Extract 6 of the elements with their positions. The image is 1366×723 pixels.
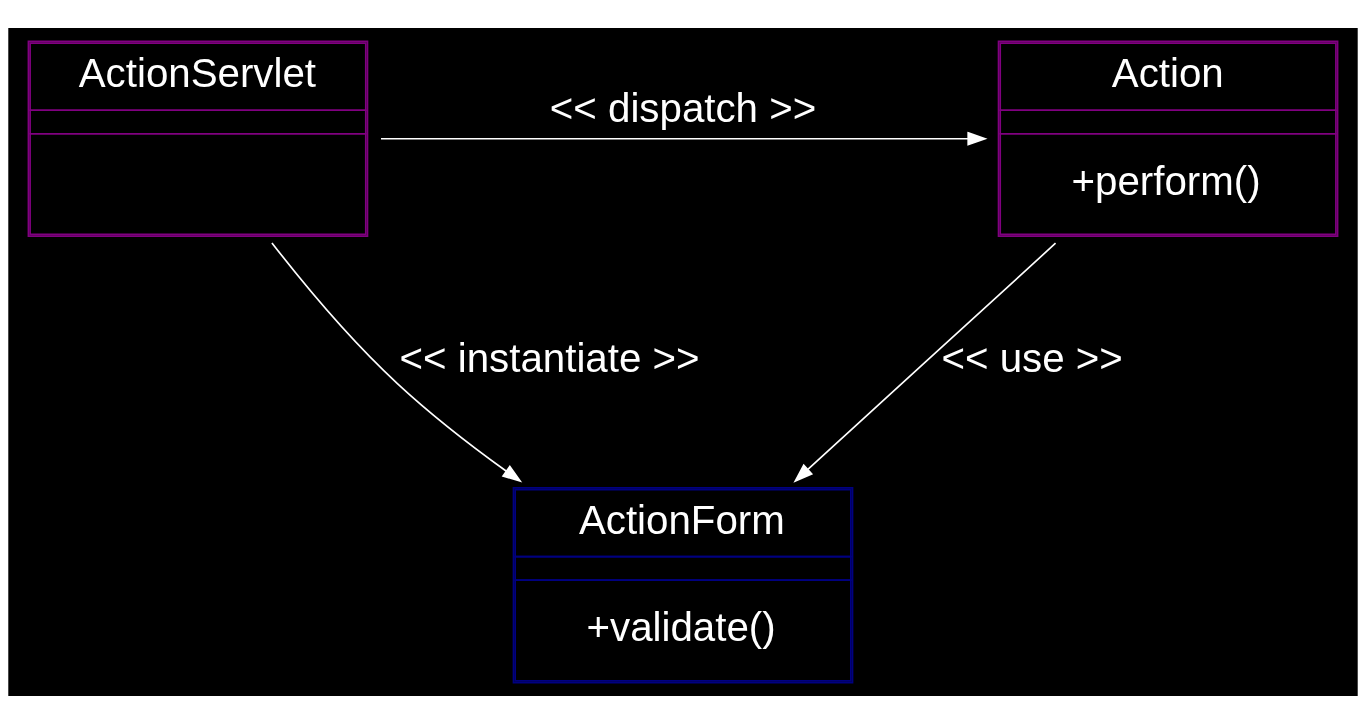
edge-label: << instantiate >> <box>399 335 700 381</box>
edge-label: << dispatch >> <box>549 85 817 131</box>
arrow <box>271 241 523 482</box>
arrow <box>793 241 1057 483</box>
edge-label: << use >> <box>941 335 1123 381</box>
arrow <box>380 131 988 146</box>
